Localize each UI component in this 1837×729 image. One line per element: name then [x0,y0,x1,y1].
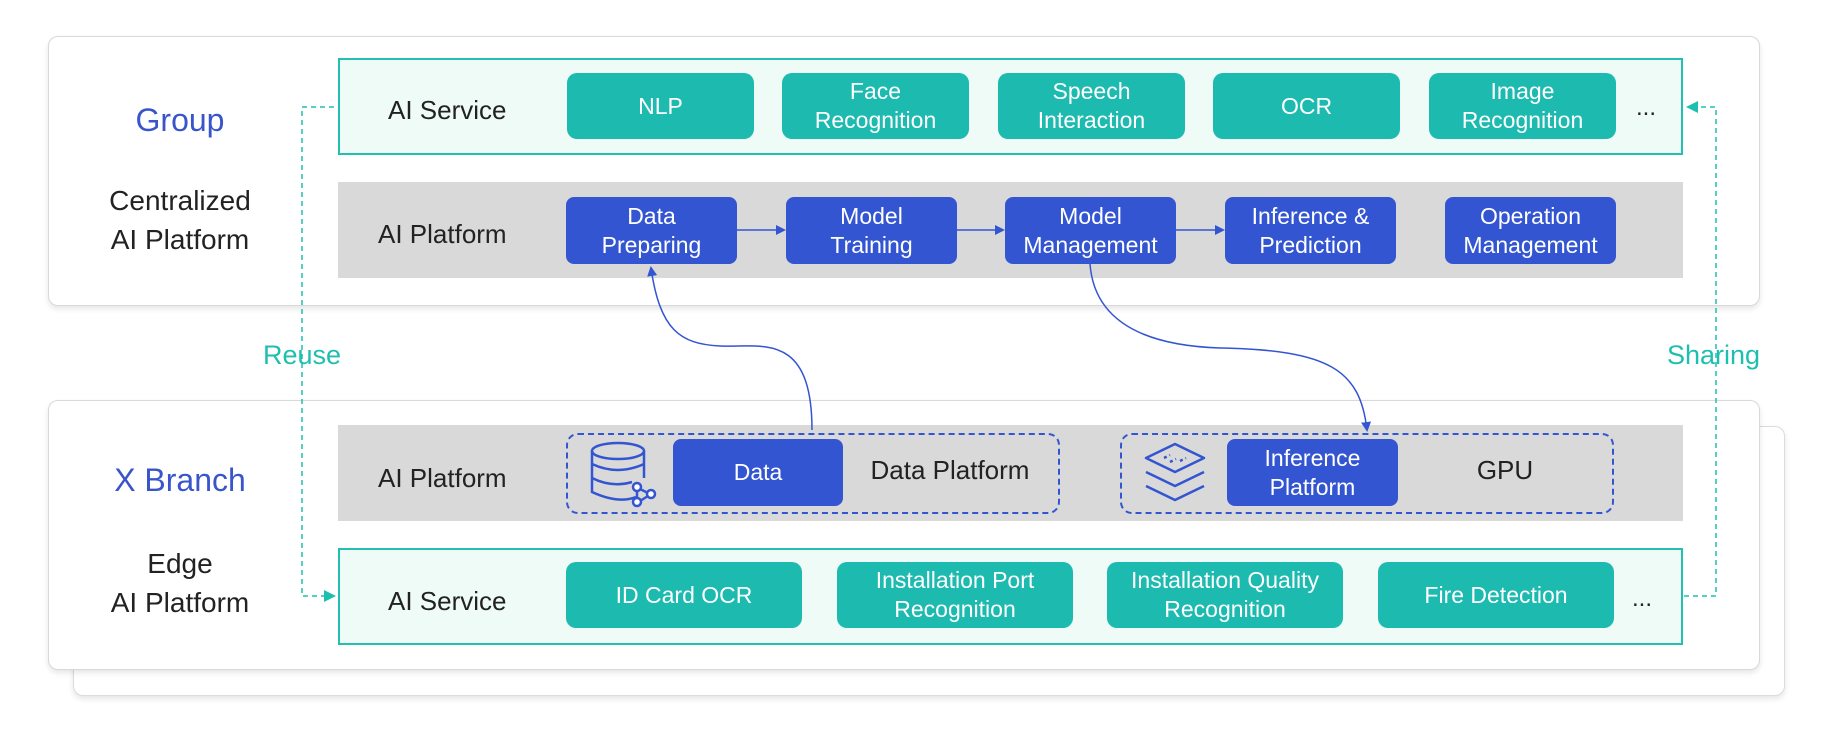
service-fire-detection[interactable]: Fire Detection [1378,562,1614,628]
service-ocr[interactable]: OCR [1213,73,1400,139]
service-face-recognition[interactable]: Face Recognition [782,73,969,139]
service-installation-quality-recognition[interactable]: Installation Quality Recognition [1107,562,1343,628]
database-icon [588,440,660,508]
step-operation-management[interactable]: Operation Management [1445,197,1616,264]
layers-icon [1140,440,1210,506]
group-service-more: ... [1636,94,1657,121]
inference-platform-group [1120,433,1614,514]
step-model-training[interactable]: Model Training [786,197,957,264]
step-data-preparing[interactable]: Data Preparing [566,197,737,264]
data-platform-group [566,433,1060,514]
gpu-label: GPU [1476,454,1534,485]
branch-title: X Branch [114,462,246,498]
group-subtitle: Centralized AI Platform [109,185,251,255]
service-installation-port-recognition[interactable]: Installation Port Recognition [837,562,1073,628]
branch-service-more: ... [1632,585,1653,612]
data-platform-label: Data Platform [870,454,1030,485]
service-image-recognition[interactable]: Image Recognition [1429,73,1616,139]
group-ai-service-label: AI Service [388,94,507,125]
branch-ai-platform-band [338,425,1683,521]
group-ai-platform-label: AI Platform [378,218,507,249]
step-inference-prediction[interactable]: Inference & Prediction [1225,197,1396,264]
branch-ai-service-label: AI Service [388,585,507,616]
data-box[interactable]: Data [673,439,843,506]
group-title: Group [135,102,225,138]
service-id-card-ocr[interactable]: ID Card OCR [566,562,802,628]
branch-subtitle: Edge AI Platform [110,548,250,618]
sharing-label: Sharing [1667,340,1761,370]
reuse-label: Reuse [263,340,342,370]
service-nlp[interactable]: NLP [567,73,754,139]
service-speech-interaction[interactable]: Speech Interaction [998,73,1185,139]
branch-ai-platform-label: AI Platform [378,462,507,493]
step-model-management[interactable]: Model Management [1005,197,1176,264]
inference-platform-box[interactable]: Inference Platform [1227,439,1398,506]
